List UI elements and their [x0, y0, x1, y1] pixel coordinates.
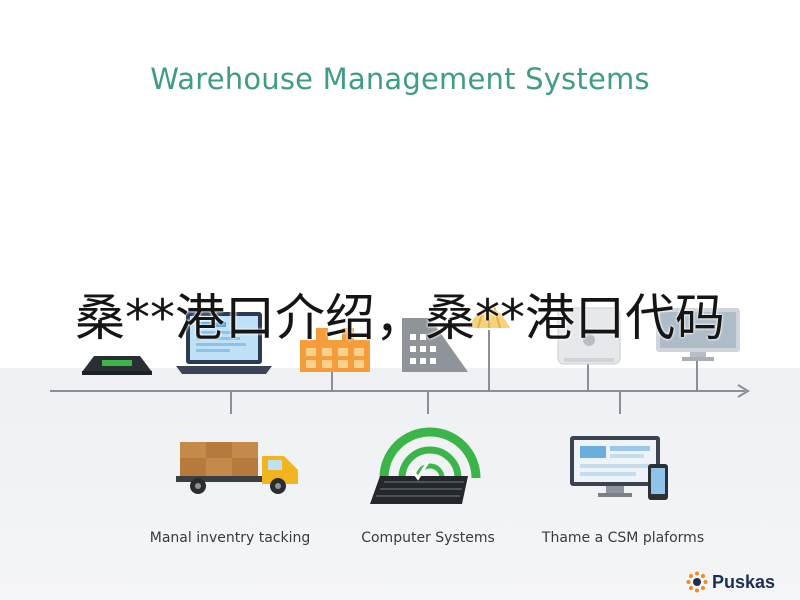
overlay-caption: 桑**港口介绍，桑**港口代码 — [75, 289, 725, 347]
stage-label-platforms: Thame a CSM plaforms — [541, 530, 705, 546]
shell-icon — [468, 302, 510, 329]
desktop-monitor-icon — [656, 308, 740, 361]
stage-label-computer-systems: Computer Systems — [361, 530, 495, 546]
laptop-icon — [176, 312, 272, 374]
mac-computer-icon — [557, 307, 621, 365]
sun-logo-icon — [686, 571, 708, 593]
delivery-truck-icon — [176, 442, 298, 494]
scanner-icon — [82, 356, 152, 375]
timeline-arrowhead — [737, 384, 750, 398]
keyboard-signal-icon — [370, 427, 481, 504]
stage-label-manual-inventory: Manal inventry tacking — [149, 530, 311, 546]
monitor-phone-icon — [570, 436, 668, 500]
warehouse-icon — [300, 328, 370, 372]
brand-name: Puskas — [712, 571, 776, 592]
building-icon — [402, 318, 468, 372]
brand-logo: Puskas — [686, 570, 775, 594]
page-title: Warehouse Management Systems — [150, 62, 650, 96]
